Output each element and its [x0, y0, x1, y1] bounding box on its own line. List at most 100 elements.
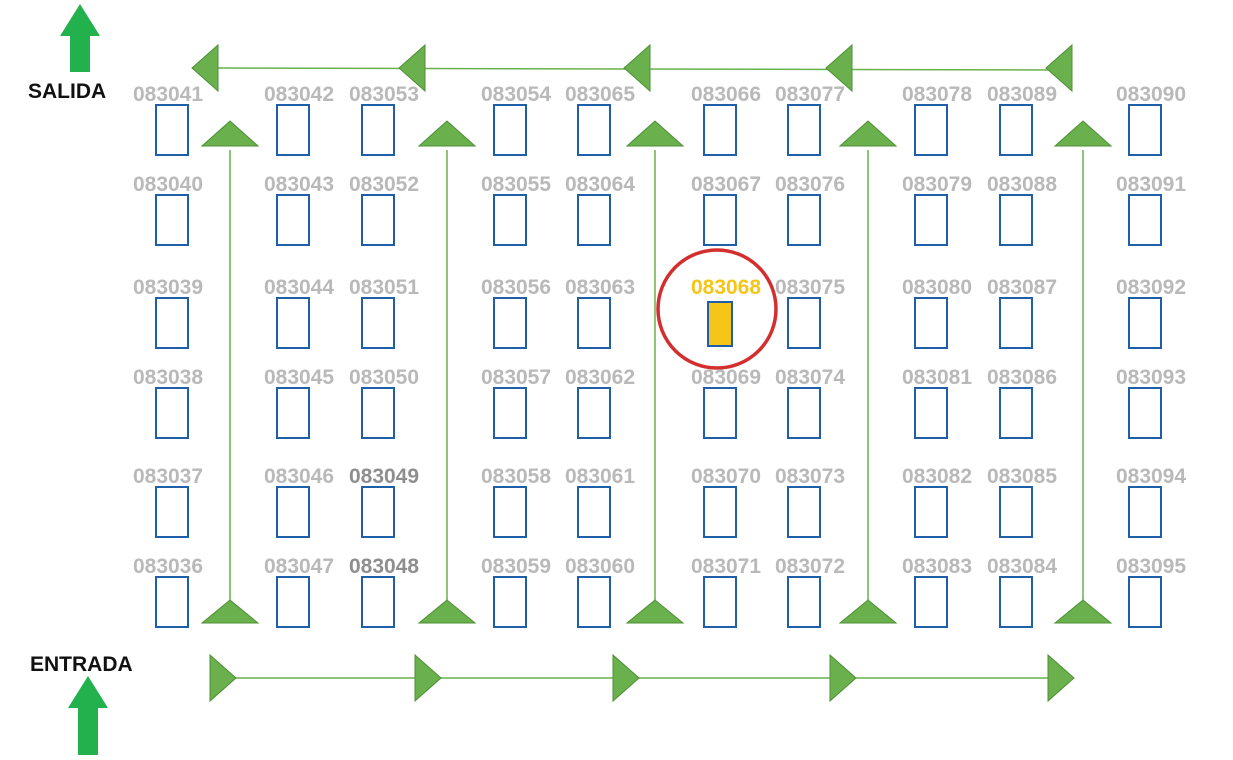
- left-arrow-5: [1045, 43, 1073, 93]
- aisle-up-arrow-top-1: [200, 120, 260, 147]
- space-083049[interactable]: [361, 486, 395, 538]
- space-label-083064: 083064: [564, 173, 636, 196]
- highlighted-space-083068[interactable]: [707, 301, 733, 347]
- space-083046[interactable]: [276, 486, 310, 538]
- space-083036[interactable]: [155, 576, 189, 628]
- space-083061[interactable]: [577, 486, 611, 538]
- space-label-083084: 083084: [986, 555, 1058, 578]
- highlight-circle: [656, 248, 778, 370]
- space-083050[interactable]: [361, 387, 395, 439]
- space-083057[interactable]: [493, 387, 527, 439]
- space-label-083050: 083050: [348, 366, 420, 389]
- space-label-083095: 083095: [1115, 555, 1187, 578]
- space-083095[interactable]: [1128, 576, 1162, 628]
- space-083086[interactable]: [999, 387, 1033, 439]
- space-label-083078: 083078: [901, 83, 973, 106]
- space-083081[interactable]: [914, 387, 948, 439]
- space-083075[interactable]: [787, 297, 821, 349]
- space-083082[interactable]: [914, 486, 948, 538]
- space-083076[interactable]: [787, 194, 821, 246]
- space-083093[interactable]: [1128, 387, 1162, 439]
- space-label-083092: 083092: [1115, 276, 1187, 299]
- space-083048[interactable]: [361, 576, 395, 628]
- space-083072[interactable]: [787, 576, 821, 628]
- right-arrow-3: [612, 653, 640, 703]
- space-083055[interactable]: [493, 194, 527, 246]
- space-083064[interactable]: [577, 194, 611, 246]
- space-label-083067: 083067: [690, 173, 762, 196]
- space-label-083040: 083040: [132, 173, 204, 196]
- space-083066[interactable]: [703, 104, 737, 156]
- space-083089[interactable]: [999, 104, 1033, 156]
- space-083056[interactable]: [493, 297, 527, 349]
- space-083039[interactable]: [155, 297, 189, 349]
- space-label-083089: 083089: [986, 83, 1058, 106]
- aisle-up-arrow-top-3: [625, 120, 685, 147]
- space-083078[interactable]: [914, 104, 948, 156]
- space-083054[interactable]: [493, 104, 527, 156]
- space-label-083077: 083077: [774, 83, 846, 106]
- space-label-083047: 083047: [263, 555, 335, 578]
- space-083067[interactable]: [703, 194, 737, 246]
- space-083053[interactable]: [361, 104, 395, 156]
- space-083052[interactable]: [361, 194, 395, 246]
- right-arrow-5: [1047, 653, 1075, 703]
- space-083074[interactable]: [787, 387, 821, 439]
- space-083094[interactable]: [1128, 486, 1162, 538]
- space-label-083039: 083039: [132, 276, 204, 299]
- space-083043[interactable]: [276, 194, 310, 246]
- space-083060[interactable]: [577, 576, 611, 628]
- space-label-083081: 083081: [901, 366, 973, 389]
- space-label-083073: 083073: [774, 465, 846, 488]
- space-083063[interactable]: [577, 297, 611, 349]
- space-label-083066: 083066: [690, 83, 762, 106]
- space-083087[interactable]: [999, 297, 1033, 349]
- space-label-083076: 083076: [774, 173, 846, 196]
- space-083077[interactable]: [787, 104, 821, 156]
- exit-up-arrow-icon: [60, 4, 100, 72]
- space-083071[interactable]: [703, 576, 737, 628]
- space-label-083074: 083074: [774, 366, 846, 389]
- space-083042[interactable]: [276, 104, 310, 156]
- space-083059[interactable]: [493, 576, 527, 628]
- space-label-083071: 083071: [690, 555, 762, 578]
- space-083041[interactable]: [155, 104, 189, 156]
- space-083084[interactable]: [999, 576, 1033, 628]
- space-083065[interactable]: [577, 104, 611, 156]
- space-083044[interactable]: [276, 297, 310, 349]
- space-083047[interactable]: [276, 576, 310, 628]
- space-083040[interactable]: [155, 194, 189, 246]
- left-arrow-3: [623, 43, 651, 93]
- space-label-083053: 083053: [348, 83, 420, 106]
- space-083091[interactable]: [1128, 194, 1162, 246]
- space-label-083057: 083057: [480, 366, 552, 389]
- space-083062[interactable]: [577, 387, 611, 439]
- space-083092[interactable]: [1128, 297, 1162, 349]
- space-label-083086: 083086: [986, 366, 1058, 389]
- space-label-083036: 083036: [132, 555, 204, 578]
- space-083085[interactable]: [999, 486, 1033, 538]
- space-083045[interactable]: [276, 387, 310, 439]
- space-label-083046: 083046: [263, 465, 335, 488]
- space-083080[interactable]: [914, 297, 948, 349]
- space-label-083054: 083054: [480, 83, 552, 106]
- space-label-083082: 083082: [901, 465, 973, 488]
- space-083079[interactable]: [914, 194, 948, 246]
- space-label-083038: 083038: [132, 366, 204, 389]
- space-083070[interactable]: [703, 486, 737, 538]
- space-label-083051: 083051: [348, 276, 420, 299]
- space-label-083062: 083062: [564, 366, 636, 389]
- space-083058[interactable]: [493, 486, 527, 538]
- space-083051[interactable]: [361, 297, 395, 349]
- space-083088[interactable]: [999, 194, 1033, 246]
- space-083069[interactable]: [703, 387, 737, 439]
- space-083083[interactable]: [914, 576, 948, 628]
- space-label-083091: 083091: [1115, 173, 1187, 196]
- space-083037[interactable]: [155, 486, 189, 538]
- space-083038[interactable]: [155, 387, 189, 439]
- aisle-up-arrow-top-2: [417, 120, 477, 147]
- space-083073[interactable]: [787, 486, 821, 538]
- space-083090[interactable]: [1128, 104, 1162, 156]
- space-label-083087: 083087: [986, 276, 1058, 299]
